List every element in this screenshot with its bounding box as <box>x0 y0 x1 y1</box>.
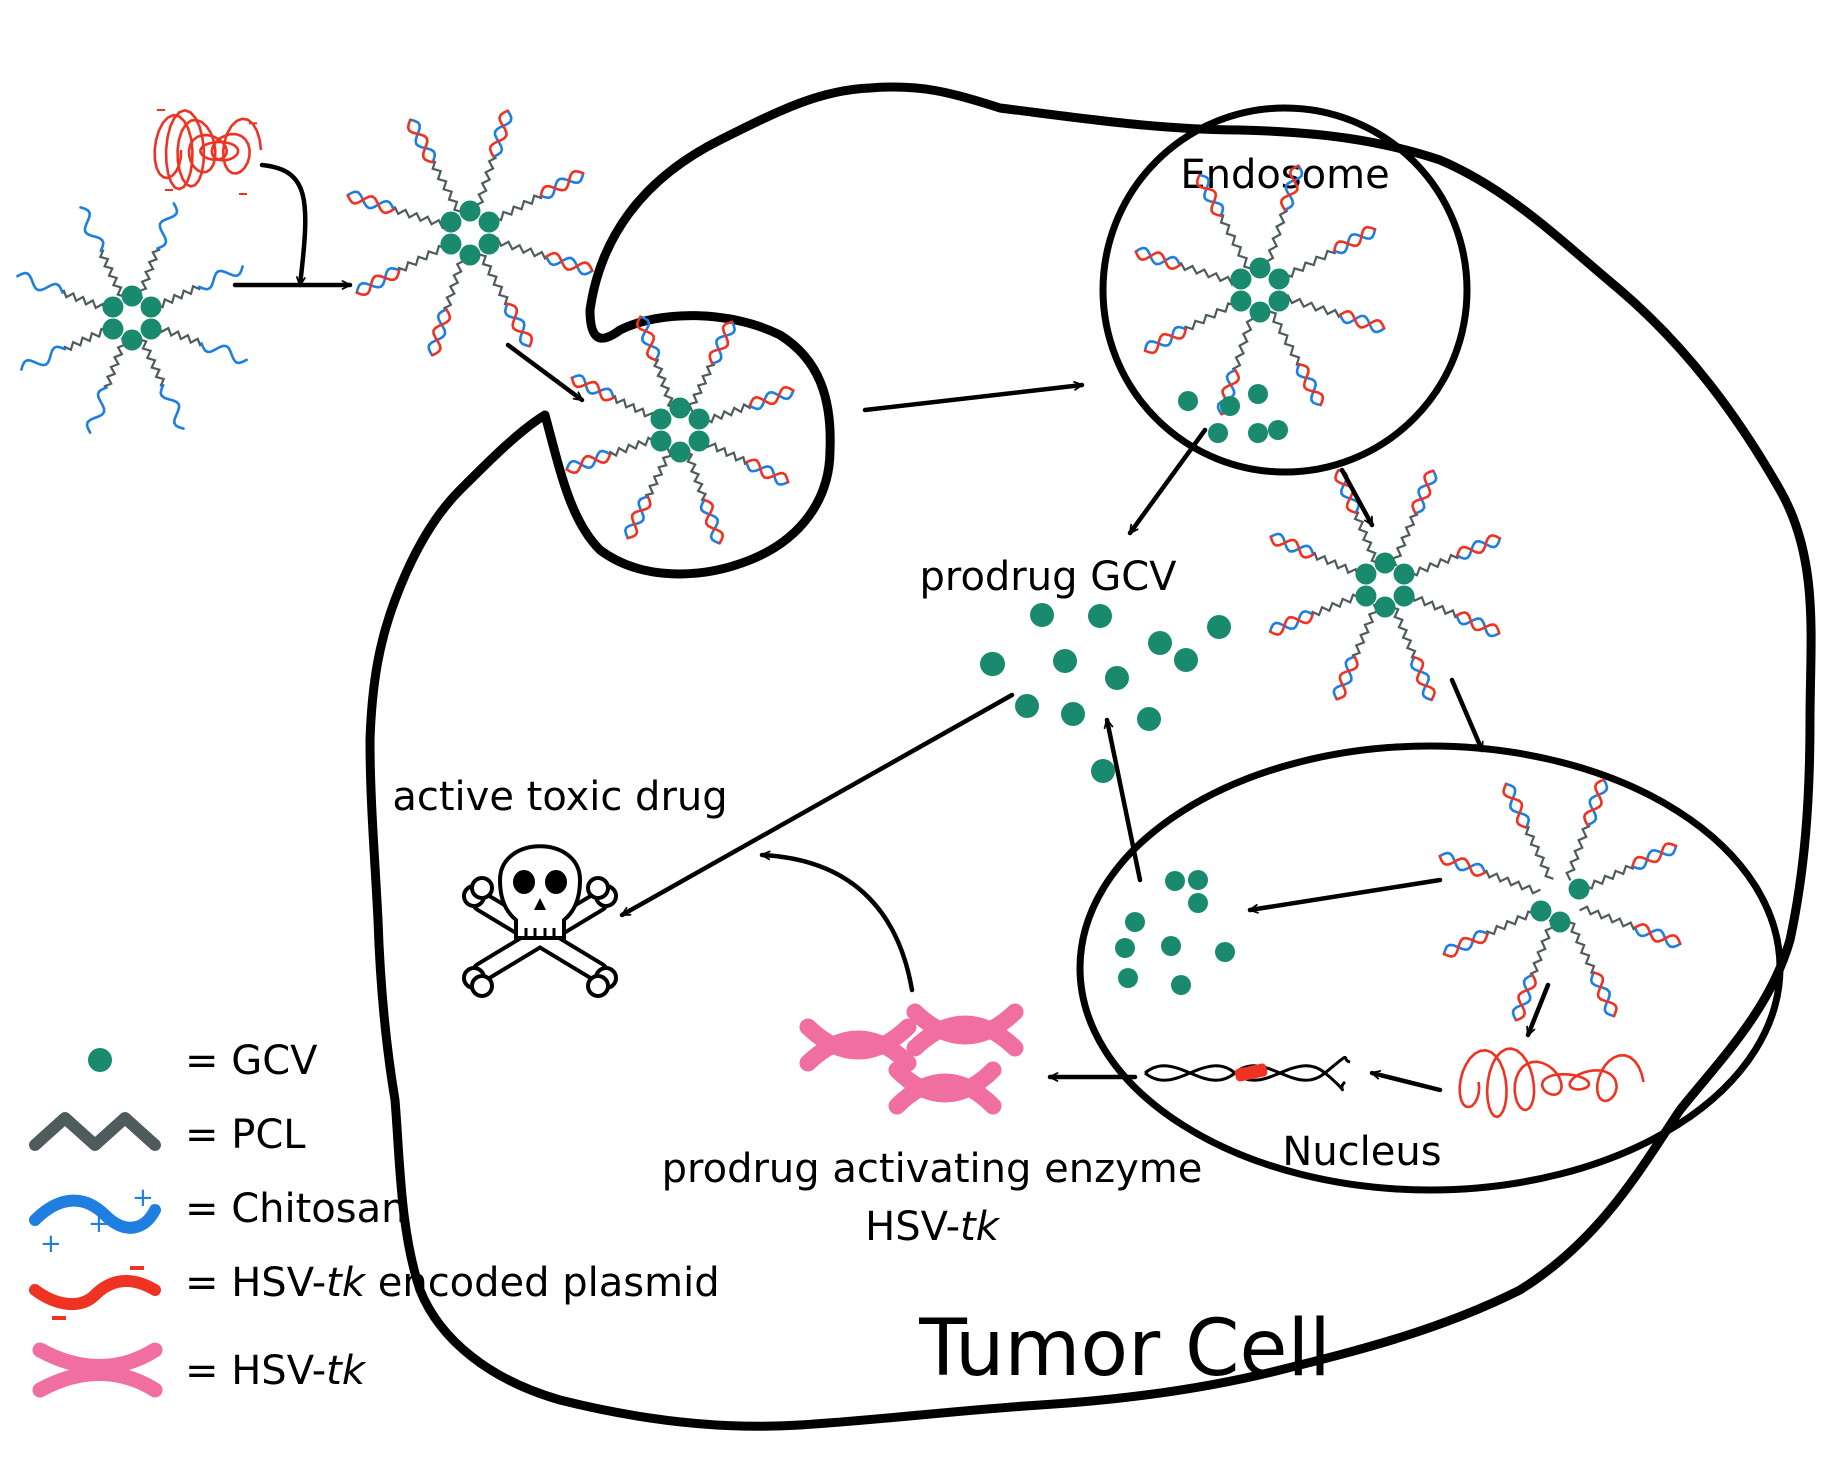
gcv-dots-nucleus <box>1115 870 1235 995</box>
gcv-dots-cytoplasm <box>980 603 1231 783</box>
arrow-nuclear-gcv-to-cytoplasm-gcv <box>1103 717 1143 883</box>
hsv-tk-enzymes <box>799 1003 1024 1115</box>
svg-text:+: + <box>132 1183 154 1213</box>
nanoparticle-plasmid-loaded <box>346 109 594 357</box>
nucleus-ellipse <box>1076 742 1784 1194</box>
arrow-vesicle-to-endosome <box>862 381 1085 413</box>
legend-gcv-label: = GCV <box>185 1038 318 1084</box>
svg-text:+: + <box>88 1209 110 1239</box>
active-toxic-drug-label: active toxic drug <box>392 774 727 820</box>
nanoparticle-escaped <box>1268 468 1502 702</box>
legend-pcl-label: = PCL <box>185 1112 306 1158</box>
nanoparticle-in-endocytic-vesicle <box>565 315 795 545</box>
prodrug-gcv-label: prodrug GCV <box>919 554 1177 600</box>
arrow-plasmid-to-loading <box>259 162 308 288</box>
free-plasmid-coil <box>153 109 263 195</box>
arrow-endosome-to-escape <box>1339 467 1375 528</box>
legend-chitosan-label: = Chitosan <box>185 1186 406 1232</box>
arrow-np-to-nuclear-gcv <box>1247 877 1443 914</box>
legend-plasmid-swatch <box>29 1266 161 1320</box>
legend-enzyme-swatch <box>32 1342 163 1398</box>
gcv-dots-endosome <box>1178 384 1288 443</box>
legend-chitosan-swatch: + + + <box>29 1183 161 1259</box>
enzyme-label-line1: prodrug activating enzyme <box>662 1146 1203 1192</box>
legend-gcv-swatch <box>88 1048 112 1072</box>
skull-crossbones-icon <box>462 844 618 998</box>
arrow-enzyme-to-toxic <box>759 850 915 993</box>
arrow-endosome-to-gcv <box>1127 427 1208 536</box>
genomic-dna-helix <box>1144 1055 1351 1092</box>
arrow-plasmid-to-dna <box>1369 1070 1443 1093</box>
nucleus-label: Nucleus <box>1282 1129 1441 1175</box>
endosome-label: Endosome <box>1180 152 1389 198</box>
legend-enzyme-label: = HSV-tk <box>185 1348 367 1394</box>
tumor-cell-label: Tumor Cell <box>918 1304 1331 1394</box>
arrow-gcv-to-toxic <box>619 692 1015 918</box>
enzyme-label-line2: HSV-tk <box>865 1204 1001 1250</box>
svg-text:+: + <box>40 1229 62 1259</box>
hsv-tk-gene-segment <box>1234 1063 1268 1082</box>
legend-pcl-swatch <box>29 1112 161 1151</box>
legend-plasmid-label: = HSV-tk encoded plasmid <box>185 1260 720 1306</box>
arrow-np-to-plasmid <box>1525 982 1551 1038</box>
pathway-arrows <box>232 162 1551 1093</box>
legend: = GCV = PCL + + + = Chitosan = HSV-tk en… <box>29 1038 720 1398</box>
nuclear-plasmid-coil <box>1458 1047 1645 1119</box>
tumor-cell-membrane <box>365 82 1816 1431</box>
endosome-circle <box>1099 104 1471 476</box>
arrow-escape-to-nucleus <box>1449 677 1485 753</box>
nanoparticle-chitosan-coated <box>16 202 248 434</box>
arrow-loaded-to-endocytosis <box>505 342 585 403</box>
nanoparticle-in-endosome <box>1134 164 1386 416</box>
nanoparticle-in-nucleus <box>1438 778 1682 1022</box>
